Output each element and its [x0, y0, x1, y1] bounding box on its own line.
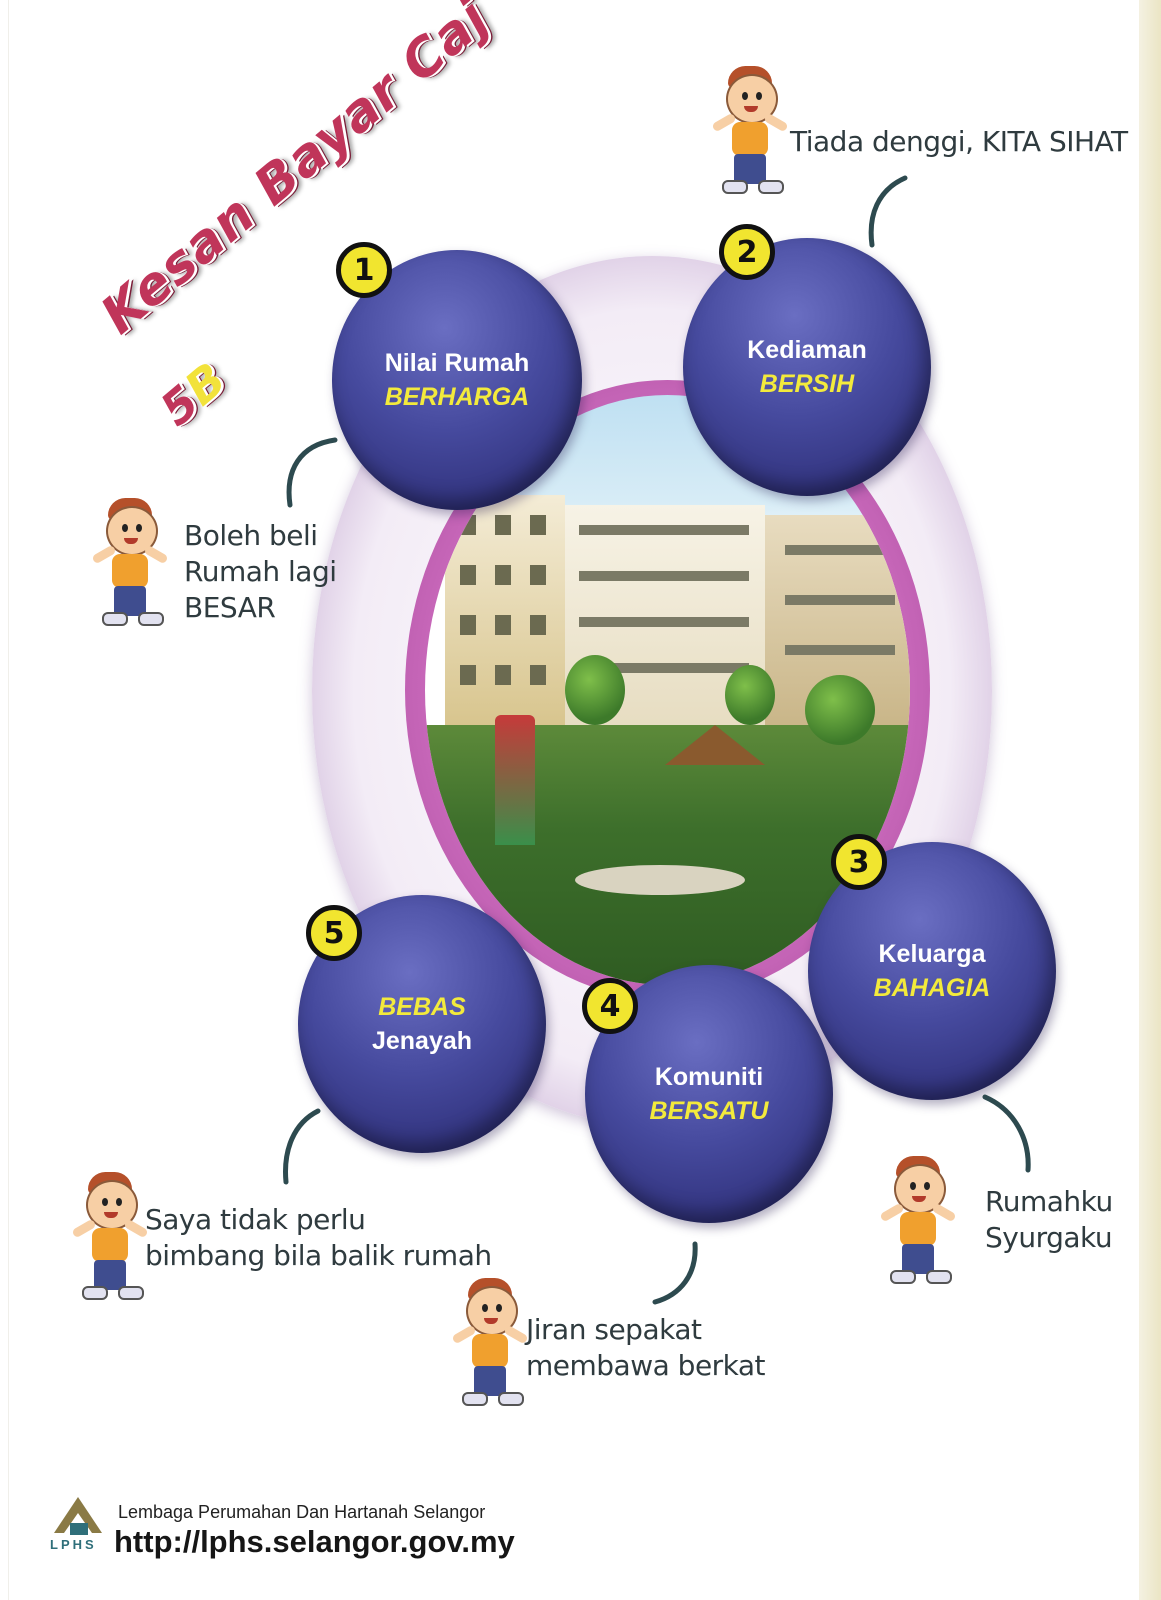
- gazebo: [665, 725, 765, 765]
- benefit-2-line1: Kediaman: [747, 336, 867, 364]
- kid-illustration: [450, 1278, 530, 1408]
- benefit-5-line1: BEBAS: [378, 993, 466, 1021]
- note-4-line: membawa berkat: [526, 1349, 766, 1382]
- benefit-1-line1: Nilai Rumah: [384, 349, 530, 377]
- benefit-4-line2: BERSATU: [649, 1097, 769, 1125]
- connector-4: [652, 1241, 698, 1305]
- note-1-line: Rumah lagi: [184, 555, 337, 588]
- lphs-logo: LPHS: [48, 1495, 110, 1555]
- benefit-bubble-2: Kediaman BERSIH: [683, 238, 931, 496]
- note-2: Tiada denggi, KITA SIHAT: [790, 124, 1128, 160]
- kid-illustration: [878, 1156, 958, 1286]
- kid-illustration: [70, 1172, 150, 1302]
- connector-2: [868, 175, 908, 248]
- page-subtitle: 5B: [150, 352, 236, 436]
- note-4-line: Jiran sepakat: [526, 1313, 702, 1346]
- number-badge-4: 4: [582, 978, 638, 1034]
- number-badge-5: 5: [306, 905, 362, 961]
- benefit-bubble-3: Keluarga BAHAGIA: [808, 842, 1056, 1100]
- number-badge-2: 2: [719, 224, 775, 280]
- number-badge-3: 3: [831, 834, 887, 890]
- number-badge-1: 1: [336, 242, 392, 298]
- note-1: Boleh beli Rumah lagi BESAR: [184, 518, 337, 626]
- note-3-line: Rumahku: [985, 1185, 1113, 1218]
- organization-name: Lembaga Perumahan Dan Hartanah Selangor: [118, 1502, 486, 1522]
- connector-1: [286, 437, 338, 508]
- connector-5: [283, 1108, 321, 1185]
- note-1-line: Boleh beli: [184, 519, 318, 552]
- scan-edge: [1139, 0, 1161, 1600]
- garden-path: [575, 865, 745, 895]
- building-left: [445, 495, 565, 725]
- note-5-line: bimbang bila balik rumah: [145, 1239, 492, 1272]
- scan-line: [8, 0, 9, 1600]
- note-2-line: Tiada denggi, KITA SIHAT: [790, 125, 1128, 158]
- kid-illustration: [710, 66, 790, 196]
- website-link[interactable]: http://lphs.selangor.gov.my: [114, 1524, 515, 1559]
- tree: [725, 665, 775, 725]
- tree: [805, 675, 875, 745]
- connector-3: [982, 1094, 1031, 1173]
- note-5-line: Saya tidak perlu: [145, 1203, 366, 1236]
- benefit-5-line2: Jenayah: [371, 1027, 473, 1055]
- note-1-line: BESAR: [184, 591, 276, 624]
- note-4: Jiran sepakat membawa berkat: [526, 1312, 766, 1384]
- benefit-2-line2: BERSIH: [759, 370, 855, 398]
- benefit-4-line1: Komuniti: [654, 1063, 764, 1091]
- benefit-bubble-5: BEBAS Jenayah: [298, 895, 546, 1153]
- benefit-1-line2: BERHARGA: [384, 383, 530, 411]
- note-5: Saya tidak perlu bimbang bila balik ruma…: [145, 1202, 492, 1274]
- note-3-line: Syurgaku: [985, 1221, 1113, 1254]
- tree: [565, 655, 625, 725]
- note-3: Rumahku Syurgaku: [985, 1184, 1113, 1256]
- benefit-3-line2: BAHAGIA: [873, 974, 991, 1002]
- logo-text: LPHS: [50, 1537, 97, 1552]
- playground: [495, 715, 535, 845]
- benefit-3-line1: Keluarga: [878, 940, 986, 968]
- kid-illustration: [90, 498, 170, 628]
